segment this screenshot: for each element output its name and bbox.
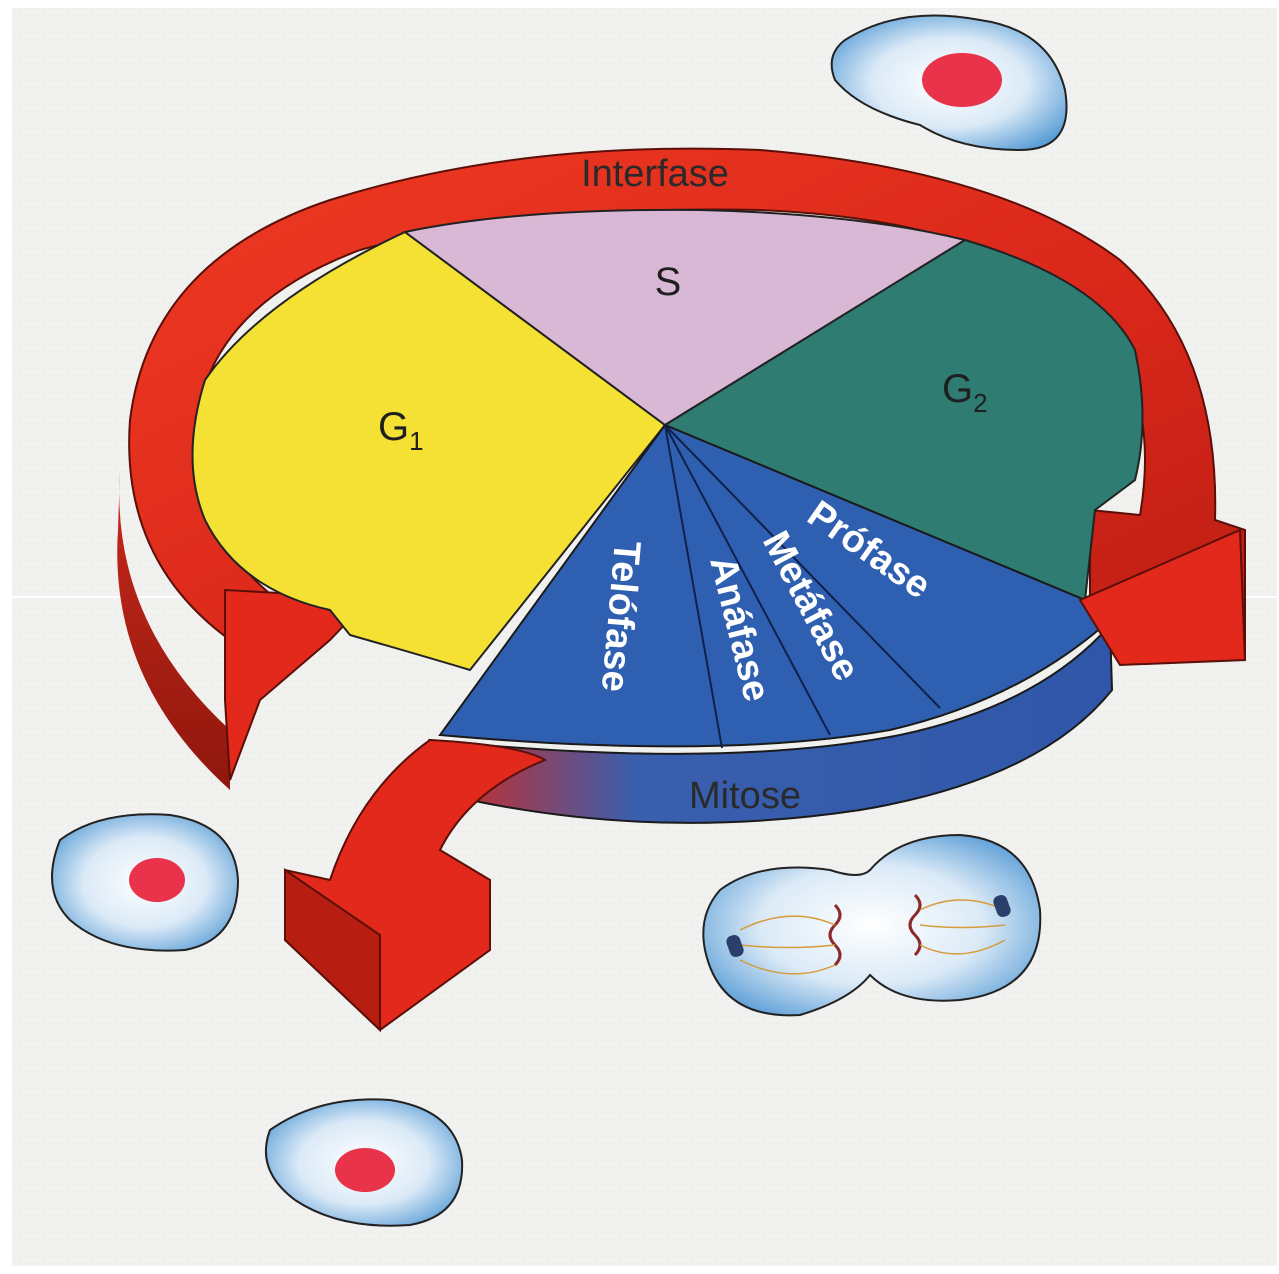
g2-letter: G: [942, 367, 973, 411]
s-phase-label: S: [655, 260, 682, 304]
interphase-label: Interfase: [581, 153, 729, 195]
g2-subscript: 2: [973, 388, 987, 418]
g1-subscript: 1: [409, 426, 423, 456]
g1-letter: G: [378, 405, 409, 449]
mitosis-label: Mitose: [689, 775, 801, 817]
